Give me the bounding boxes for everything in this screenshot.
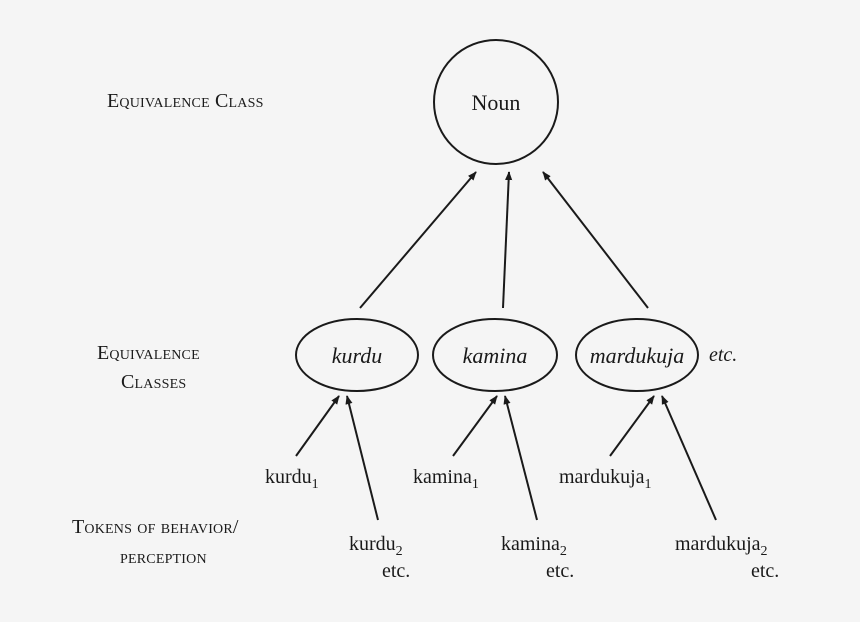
token-mardukuja-1: mardukuja1 bbox=[559, 466, 652, 492]
arrow-kurdu-to-noun bbox=[359, 171, 477, 309]
tokens-label-line2: perception bbox=[120, 546, 207, 568]
arrow-kurdu1-to-kurdu bbox=[295, 395, 340, 457]
kurdu-node-label: kurdu bbox=[331, 343, 383, 368]
kamina-node-label: kamina bbox=[462, 343, 528, 368]
token-mardukuja-2: mardukuja2 bbox=[675, 533, 768, 559]
arrow-mardukuja2-to-mardukuja bbox=[661, 395, 717, 521]
arrow-mardukuja1-to-mardukuja bbox=[609, 395, 655, 457]
class-etc-label: etc. bbox=[709, 344, 738, 366]
token-mardukuja-etc: etc. bbox=[751, 560, 780, 582]
token-kurdu-etc: etc. bbox=[382, 560, 411, 582]
token-kamina-2: kamina2 bbox=[501, 533, 567, 559]
equivalence-class-label: Equivalence Class bbox=[107, 90, 264, 112]
arrow-kamina2-to-kamina bbox=[503, 395, 538, 521]
tokens-label-line1: Tokens of behavior/ bbox=[72, 516, 239, 538]
token-kurdu-1: kurdu1 bbox=[265, 466, 319, 492]
arrow-mardukuja-to-noun bbox=[542, 171, 649, 309]
noun-node-circle bbox=[433, 39, 559, 165]
noun-node-label: Noun bbox=[471, 90, 521, 115]
arrow-kurdu2-to-kurdu bbox=[345, 395, 379, 521]
kurdu-node-ellipse bbox=[295, 318, 419, 392]
equivalence-classes-label-line1: Equivalence bbox=[97, 342, 200, 364]
equivalence-classes-label-line2: Classes bbox=[121, 371, 187, 393]
token-kurdu-2: kurdu2 bbox=[349, 533, 403, 559]
token-kamina-1: kamina1 bbox=[413, 466, 479, 492]
mardukuja-node-ellipse bbox=[575, 318, 699, 392]
mardukuja-node-label: mardukuja bbox=[589, 343, 685, 368]
arrow-kamina1-to-kamina bbox=[452, 395, 498, 457]
token-kamina-etc: etc. bbox=[546, 560, 575, 582]
kamina-node-ellipse bbox=[432, 318, 558, 392]
arrow-kamina-to-noun bbox=[502, 171, 513, 309]
